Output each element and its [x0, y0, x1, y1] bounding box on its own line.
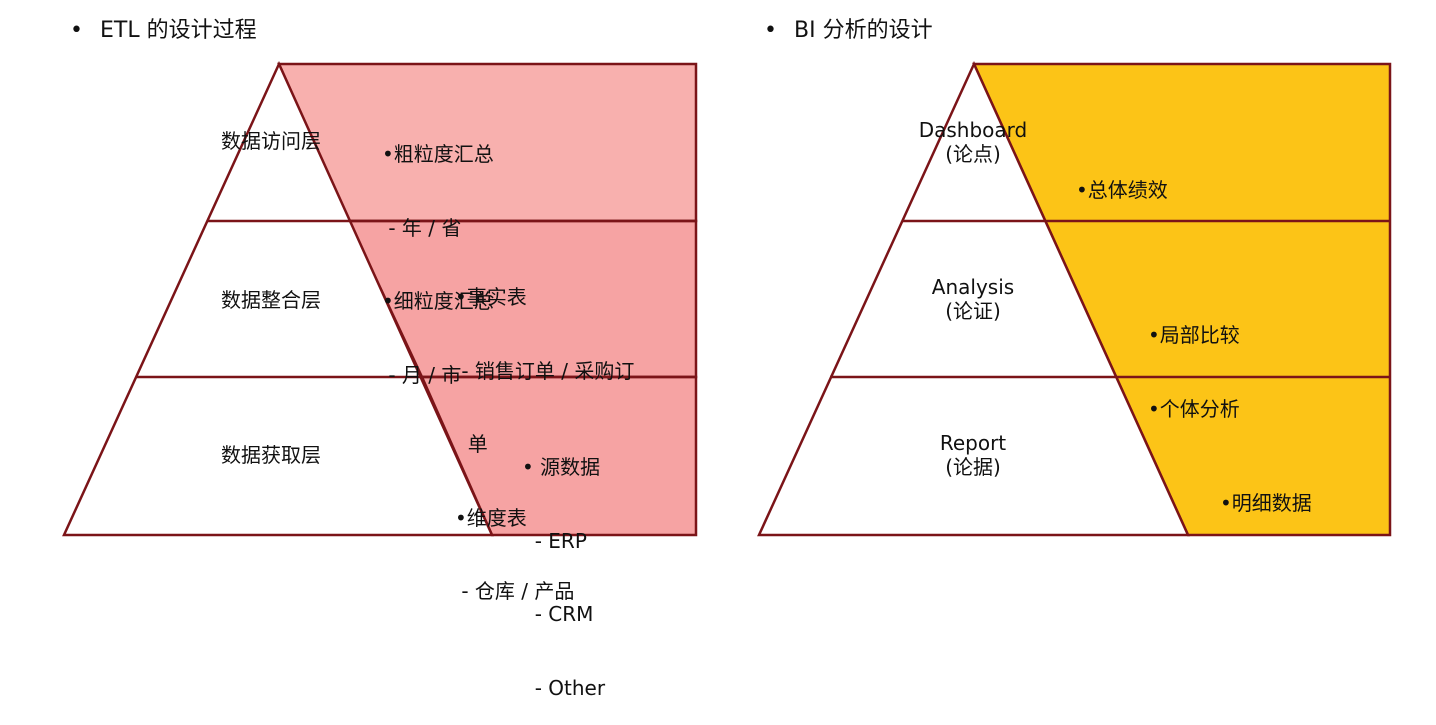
detail-line: - 年 / 省: [382, 215, 462, 240]
etl-access-details: •粗粒度汇总 - 年 / 省 •细粒度汇总 - 月 / 市: [382, 93, 494, 412]
detail-line: - CRM: [522, 602, 594, 626]
detail-line: •粗粒度汇总: [382, 142, 494, 166]
bi-layer-name: Report: [939, 431, 1007, 455]
bi-section-title: • BI 分析的设计: [764, 17, 933, 45]
bi-pyramid: [757, 60, 1392, 537]
detail-line: - ERP: [522, 528, 587, 553]
detail-line: 单: [455, 432, 488, 456]
detail-line: •明细数据: [1220, 491, 1312, 515]
bi-layer-report-label: Report (论据): [914, 431, 1032, 479]
detail-line: •细粒度汇总: [382, 289, 494, 313]
detail-line: •个体分析: [1148, 396, 1240, 421]
bi-layer-role: (论证): [945, 299, 1001, 323]
bi-analysis-details: •局部比较 •个体分析: [1148, 274, 1240, 446]
bi-layer-role: (论据): [945, 455, 1001, 479]
detail-line: - 销售订单 / 采购订: [455, 358, 635, 383]
bi-title-text: BI 分析的设计: [794, 18, 933, 43]
title-bullet: •: [70, 18, 83, 43]
bi-dashboard-details: •总体绩效: [1076, 129, 1168, 227]
etl-layer-access-label: 数据访问层: [221, 129, 321, 153]
etl-acquisition-details: • 源数据 - ERP - CRM - Other: [522, 406, 605, 725]
bi-layer-dashboard-label: Dashboard (论点): [914, 118, 1032, 166]
detail-line: • 源数据: [522, 455, 601, 479]
detail-line: - Other: [522, 675, 606, 700]
bi-layer-name: Dashboard: [918, 118, 1028, 142]
etl-section-title: • ETL 的设计过程: [70, 17, 257, 45]
title-bullet: •: [764, 18, 777, 43]
bi-layer-name: Analysis: [931, 275, 1015, 299]
detail-line: •事实表: [455, 285, 527, 309]
etl-title-text: ETL 的设计过程: [100, 18, 257, 43]
detail-line: •维度表: [455, 505, 527, 530]
etl-pyramid-triangle: [62, 60, 494, 537]
etl-pyramid: [62, 60, 698, 537]
detail-line: - 月 / 市: [382, 362, 462, 387]
detail-line: •局部比较: [1148, 323, 1240, 347]
pyramid-diagrams: [62, 60, 1392, 537]
etl-layer-acquisition-label: 数据获取层: [221, 443, 321, 467]
bi-layer-role: (论点): [945, 142, 1001, 166]
bi-layer-analysis-label: Analysis (论证): [914, 275, 1032, 323]
detail-line: •总体绩效: [1076, 178, 1168, 202]
bi-report-details: •明细数据: [1220, 442, 1312, 540]
etl-layer-integration-label: 数据整合层: [221, 288, 321, 312]
bi-pyramid-triangle: [757, 60, 1190, 537]
